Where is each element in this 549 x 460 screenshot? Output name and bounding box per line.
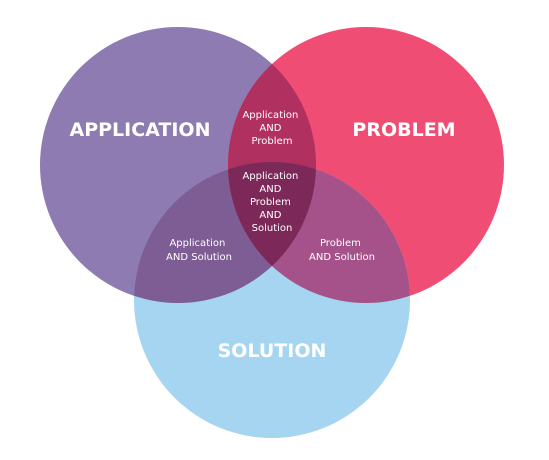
problem-label: PROBLEM: [352, 119, 455, 141]
all-three-label: Application AND Problem AND Solution: [242, 171, 301, 234]
application-and-solution-label: Application AND Solution: [166, 238, 232, 263]
application-label: APPLICATION: [70, 119, 211, 141]
problem-and-solution-label: Problem AND Solution: [309, 238, 375, 263]
solution-label: SOLUTION: [218, 340, 327, 362]
application-and-problem-label: Application AND Problem: [242, 110, 301, 147]
